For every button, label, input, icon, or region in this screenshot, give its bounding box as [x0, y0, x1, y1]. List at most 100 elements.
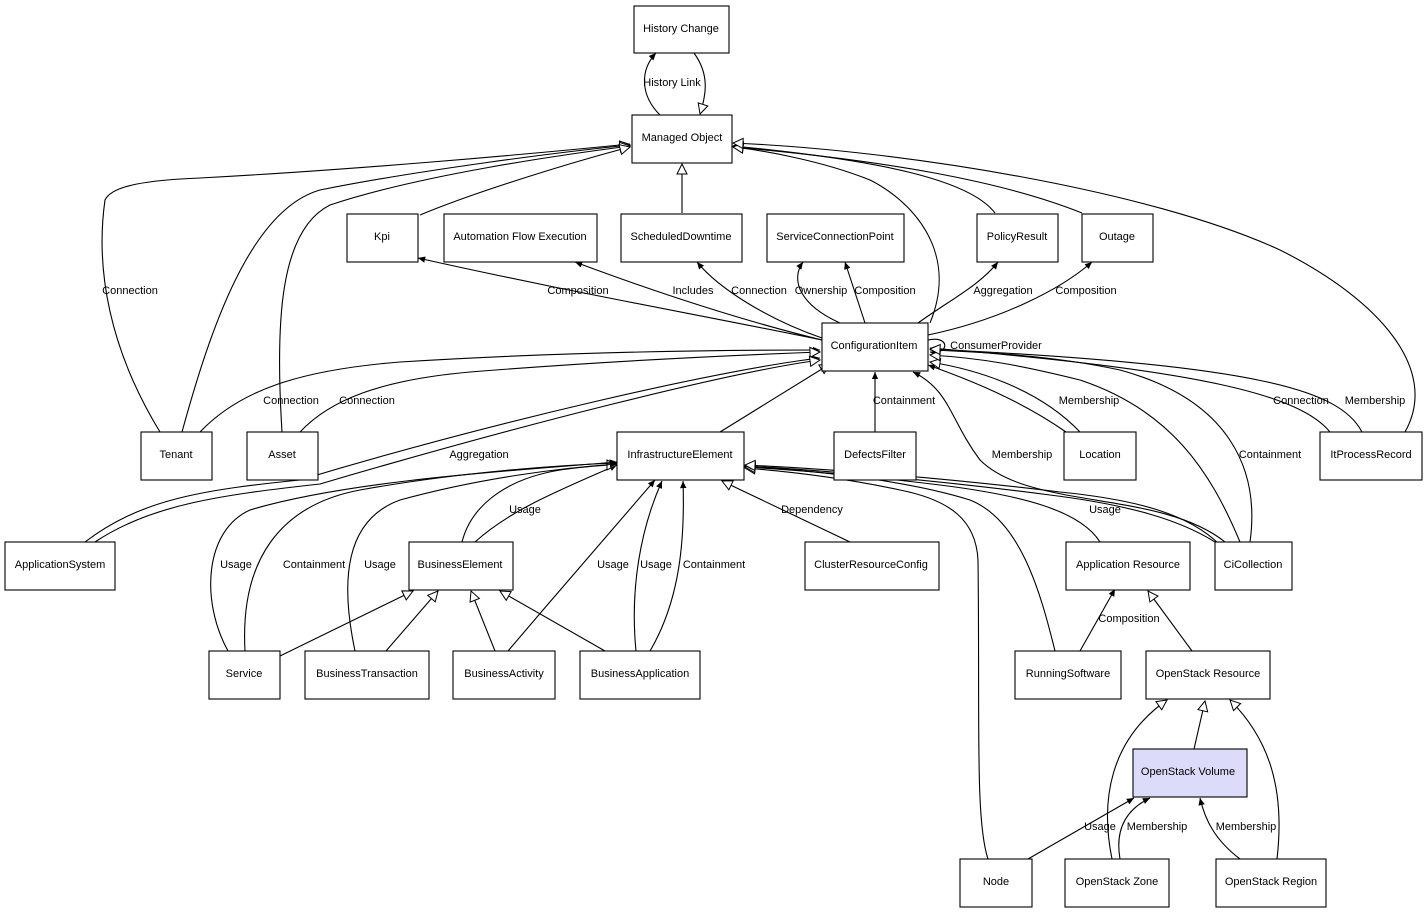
edge-history-link	[643, 52, 661, 116]
node-business-element[interactable]: BusinessElement	[408, 541, 514, 591]
node-scheduled-downtime[interactable]: ScheduledDowntime	[620, 213, 743, 263]
edge-policy-mo-gen	[733, 146, 996, 214]
node-policy-result[interactable]: PolicyResult	[976, 213, 1059, 263]
node-business-transaction[interactable]: BusinessTransaction	[304, 650, 430, 700]
node-location[interactable]: Location	[1063, 431, 1137, 481]
node-business-activity[interactable]: BusinessActivity	[452, 650, 556, 700]
node-running-software[interactable]: RunningSoftware	[1014, 650, 1122, 700]
edge-itpr-ci-gen	[930, 349, 1363, 433]
label-history-link: History Link	[643, 77, 701, 89]
node-label: ClusterResourceConfig	[814, 559, 928, 571]
edge-itpr-ci	[929, 345, 1331, 433]
edge-appsys-ci	[84, 355, 821, 543]
node-tenant[interactable]: Tenant	[140, 431, 213, 481]
label-usage-be: Usage	[509, 504, 541, 516]
node-openstack-zone[interactable]: OpenStack Zone	[1064, 858, 1170, 908]
edge-appsys-ci-gen	[94, 360, 820, 543]
node-label: Asset	[268, 449, 296, 461]
edge-ci-mo-gen	[733, 147, 940, 324]
node-label: BusinessActivity	[464, 668, 544, 680]
node-managed-object[interactable]: Managed Object	[631, 114, 733, 164]
label-composition-scp: Composition	[854, 285, 915, 297]
edge-asset-mo-gen	[278, 146, 630, 433]
edge-osres-appres-gen	[1148, 591, 1193, 652]
edge-ci-afe	[574, 261, 823, 341]
edge-location-ci-gen	[930, 362, 1081, 433]
nodes: History Change Managed Object Kpi Automa…	[4, 5, 1423, 908]
node-label: Outage	[1099, 231, 1135, 243]
edge-asset-ci-gen	[299, 352, 820, 433]
node-openstack-volume[interactable]: OpenStack Volume	[1132, 748, 1248, 798]
edge-ci-scp-composition	[844, 261, 866, 324]
node-cluster-resource-config[interactable]: ClusterResourceConfig	[804, 541, 940, 591]
label-composition-running: Composition	[1098, 613, 1159, 625]
label-membership-location: Membership	[1059, 395, 1120, 407]
edge-ci-policy	[917, 261, 999, 324]
node-configuration-item[interactable]: ConfigurationItem	[821, 322, 929, 372]
edge-bapp-be-gen	[500, 591, 606, 652]
node-label: Managed Object	[642, 132, 723, 144]
node-service[interactable]: Service	[208, 650, 281, 700]
edge-itpr-mo-gen	[733, 143, 1416, 433]
edge-bt-be-gen	[385, 591, 438, 652]
label-membership-zone: Membership	[1127, 821, 1188, 833]
label-connection-asset-ci: Connection	[339, 395, 395, 407]
node-label: CiCollection	[1224, 559, 1283, 571]
node-label: OpenStack Resource	[1156, 668, 1261, 680]
label-containment-bapp: Containment	[683, 559, 745, 571]
node-openstack-region[interactable]: OpenStack Region	[1215, 858, 1327, 908]
node-label: BusinessApplication	[591, 668, 689, 680]
label-usage-ba: Usage	[597, 559, 629, 571]
node-label: Location	[1079, 449, 1121, 461]
node-label: OpenStack Zone	[1076, 876, 1159, 888]
edges	[84, 52, 1416, 860]
edge-region-osres-gen	[1230, 700, 1280, 860]
edge-tenant-ci	[199, 346, 821, 433]
edge-node-osvol	[1027, 797, 1135, 860]
edge-running-appres	[1079, 588, 1116, 652]
label-connection-sdt: Connection	[731, 285, 787, 297]
edge-tenant-mo-gen	[181, 145, 630, 433]
node-kpi[interactable]: Kpi	[346, 213, 419, 263]
edge-be-infra	[474, 464, 618, 543]
edge-osvol-osres-gen	[1193, 701, 1205, 750]
node-label: OpenStack Volume	[1141, 766, 1235, 778]
label-usage-node: Usage	[1084, 821, 1116, 833]
node-outage[interactable]: Outage	[1081, 213, 1154, 263]
label-containment-service: Containment	[283, 559, 345, 571]
edge-ci-scp-ownership	[796, 261, 841, 324]
node-asset[interactable]: Asset	[246, 431, 319, 481]
label-usage-bt: Usage	[364, 559, 396, 571]
edge-bapp-infra-containment	[649, 480, 687, 652]
node-infrastructure-element[interactable]: InfrastructureElement	[616, 431, 745, 481]
node-application-resource[interactable]: Application Resource	[1065, 541, 1191, 591]
node-label: PolicyResult	[987, 231, 1048, 243]
node-it-process-record[interactable]: ItProcessRecord	[1319, 431, 1423, 481]
node-automation-flow-execution[interactable]: Automation Flow Execution	[443, 213, 598, 263]
node-application-system[interactable]: ApplicationSystem	[4, 541, 116, 591]
label-consumer-provider: ConsumerProvider	[950, 340, 1042, 352]
label-ownership: Ownership	[795, 285, 848, 297]
edge-labels: History Link Connection Composition Incl…	[102, 77, 1405, 833]
label-containment-cicollection: Containment	[1239, 449, 1301, 461]
edge-ci-sdt	[696, 261, 823, 339]
label-membership-itpr: Membership	[1345, 395, 1406, 407]
edge-zone-osvol	[1118, 797, 1151, 860]
label-composition-outage: Composition	[1055, 285, 1116, 297]
node-business-application[interactable]: BusinessApplication	[579, 650, 701, 700]
node-history-change[interactable]: History Change	[633, 5, 730, 54]
edge-cicoll-ci	[912, 371, 1226, 543]
node-openstack-resource[interactable]: OpenStack Resource	[1145, 650, 1271, 700]
edge-ba-be-gen	[471, 591, 496, 652]
node-label: Kpi	[374, 231, 390, 243]
edge-location-ci	[927, 364, 1067, 433]
label-aggregation-policy: Aggregation	[973, 285, 1032, 297]
node-defects-filter[interactable]: DefectsFilter	[833, 431, 917, 481]
node-ci-collection[interactable]: CiCollection	[1214, 541, 1293, 591]
node-service-connection-point[interactable]: ServiceConnectionPoint	[766, 213, 905, 263]
edge-ba-infra	[507, 479, 656, 652]
node-node[interactable]: Node	[959, 858, 1033, 908]
node-label: RunningSoftware	[1026, 668, 1110, 680]
label-usage-bapp: Usage	[640, 559, 672, 571]
label-aggregation-appsys: Aggregation	[449, 449, 508, 461]
